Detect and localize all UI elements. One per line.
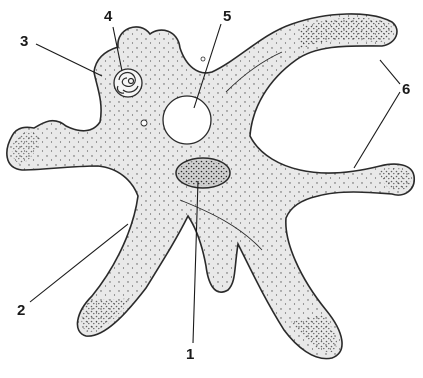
label-pseudopodia: 6: [402, 82, 410, 97]
label-digestive-vacuole: 4: [104, 9, 112, 24]
nucleus-granules: [178, 160, 228, 186]
label-pseudopod: 3: [20, 34, 28, 49]
leader-line-6a: [380, 60, 400, 84]
digestive-vacuole: [114, 69, 142, 97]
label-cytoplasm: 2: [17, 303, 25, 318]
label-contractile-vacuole: 5: [223, 9, 231, 24]
label-nucleus: 1: [186, 347, 194, 362]
small-vacuole: [141, 120, 147, 126]
small-vacuole: [201, 57, 205, 61]
leader-line-3: [36, 44, 102, 76]
contractile-vacuole: [163, 96, 211, 144]
leader-line-6b: [354, 92, 400, 168]
